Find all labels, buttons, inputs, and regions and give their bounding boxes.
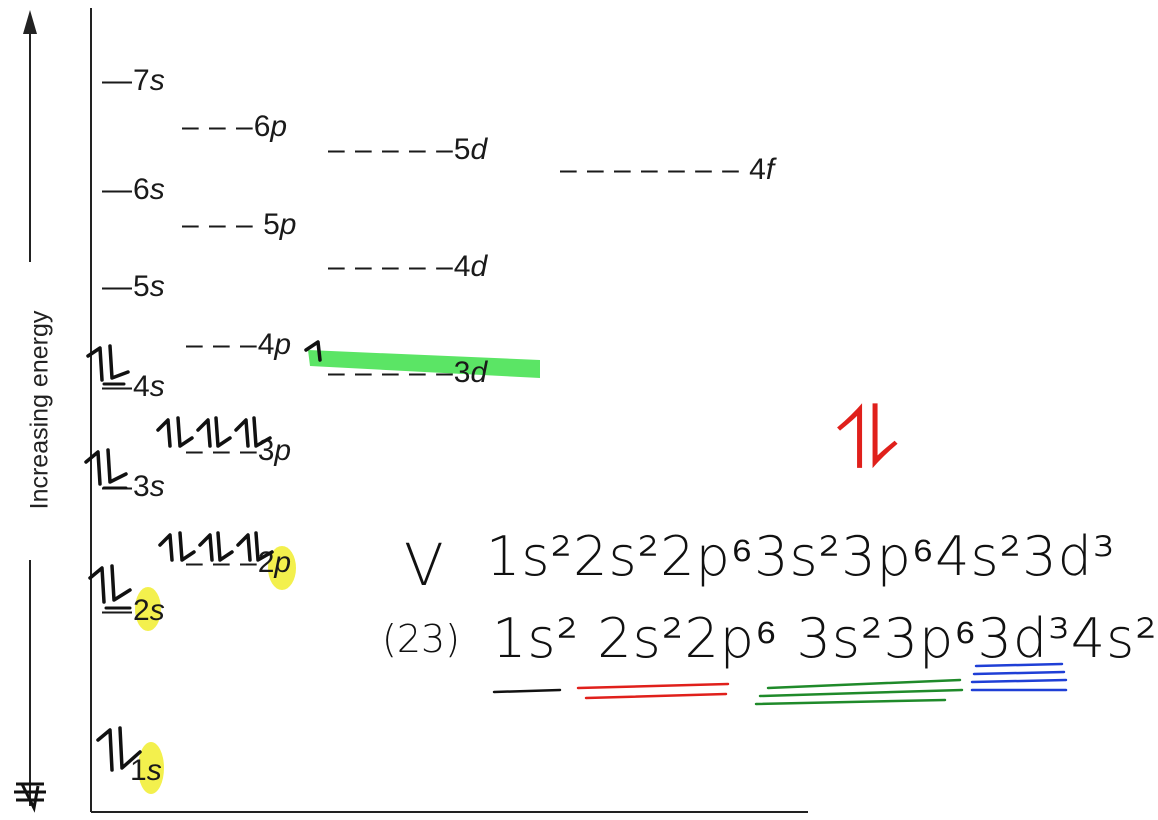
electrons-4s bbox=[86, 344, 130, 382]
level-4d: – – – – –4d bbox=[328, 250, 488, 283]
underline-n3-green-1 bbox=[766, 678, 962, 690]
level-5p: – – – 5p bbox=[182, 208, 297, 241]
arrow-up-icon bbox=[23, 10, 37, 34]
electrons-3s bbox=[84, 448, 128, 486]
underline-n4-blue-3 bbox=[970, 678, 1068, 684]
green-highlight-3d bbox=[308, 350, 540, 378]
level-7s: —7s bbox=[102, 64, 165, 97]
electrons-3p bbox=[156, 416, 272, 448]
red-electron-pair-note: ⥮ bbox=[836, 389, 899, 489]
electron-config-by-shell: 1s² 2s²2p⁶ 3s²3p⁶3d³4s² bbox=[492, 607, 1158, 670]
electrons-2p bbox=[158, 531, 274, 562]
level-3d: – – – – –3d bbox=[328, 356, 488, 389]
underline-n2-red-2 bbox=[584, 692, 728, 700]
electron-config-order-filled: 1s²2s²2p⁶3s²3p⁶4s²3d³ bbox=[486, 525, 1116, 588]
element-symbol: V bbox=[404, 531, 444, 599]
yellow-highlight-2p bbox=[268, 546, 296, 590]
electrons-1s bbox=[96, 726, 142, 772]
level-5d: – – – – –5d bbox=[328, 133, 488, 166]
energy-level-diagram: Increasing energy —7s – – –6p – – – – –5… bbox=[14, 8, 1157, 813]
level-4s: —4s bbox=[102, 370, 165, 403]
atomic-number: (23) bbox=[382, 617, 461, 661]
config-underlines bbox=[492, 662, 1068, 706]
electrons-3d-partial bbox=[304, 340, 322, 362]
level-4f: – – – – – – – 4f bbox=[560, 153, 775, 186]
level-2p: – – –2p bbox=[186, 546, 292, 579]
level-4p: – – –4p bbox=[186, 328, 292, 361]
level-2s: —2s bbox=[102, 594, 165, 627]
underline-n4-blue-1 bbox=[974, 662, 1064, 668]
handwritten-electron-arrows bbox=[84, 340, 322, 772]
yellow-highlight-2s bbox=[135, 587, 161, 631]
electrons-2s bbox=[88, 564, 132, 604]
underline-n2-red-1 bbox=[576, 682, 730, 690]
level-5s: —5s bbox=[102, 270, 165, 303]
level-6p: – – –6p bbox=[182, 110, 288, 143]
level-6s: —6s bbox=[102, 173, 165, 206]
yellow-highlight-1s bbox=[138, 742, 164, 794]
scribble-bottom-left bbox=[14, 782, 46, 813]
underline-n4-blue-2 bbox=[972, 670, 1066, 676]
axes bbox=[14, 8, 808, 813]
underline-n3-green-3 bbox=[754, 698, 947, 706]
level-1s: 1s bbox=[130, 754, 162, 787]
highlights bbox=[135, 350, 540, 794]
underline-n3-green-2 bbox=[758, 688, 964, 698]
underline-1s-group bbox=[492, 688, 562, 694]
